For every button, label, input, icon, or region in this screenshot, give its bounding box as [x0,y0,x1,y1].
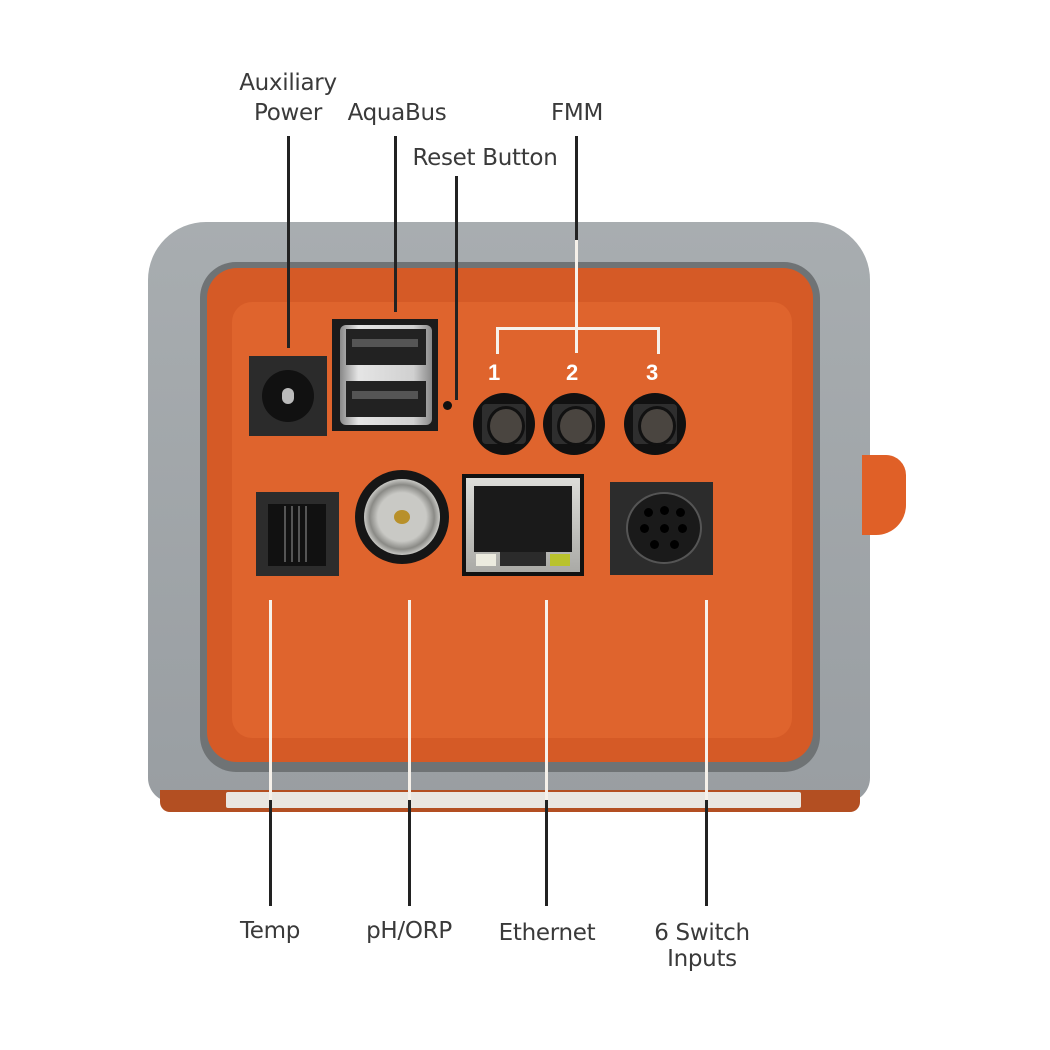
switch-inputs-din-port [610,482,713,575]
device-side-tab [862,455,906,535]
ph-orp-bnc-port [355,470,449,564]
aux-power-jack [249,356,327,436]
fmm-port-number: 1 [488,360,501,385]
fmm-port-number: 3 [646,360,659,385]
label-switch-inputs: 6 Switch Inputs [654,920,750,972]
label-reset-button: Reset Button [412,145,558,171]
leader-temp-inner [269,600,272,800]
leader-switch-inner [705,600,708,800]
leader-ph-inner [408,600,411,800]
leader-ph-orp [408,800,411,906]
fmm-port-number: 2 [566,360,579,385]
leader-ethernet [545,800,548,906]
leader-aquabus [394,136,397,312]
leader-fmm [575,136,578,326]
label-ph-orp: pH/ORP [366,918,452,944]
fmm-port-1 [473,393,535,455]
label-temp: Temp [239,918,301,944]
leader-fmm-inner [575,240,578,353]
label-ethernet: Ethernet [498,920,596,946]
leader-temp [269,800,272,906]
leader-ethernet-inner [545,600,548,800]
label-fmm: FMM [550,100,604,126]
label-aquabus: AquaBus [347,100,447,126]
leader-switch-inputs [705,800,708,906]
leader-aux-power [287,136,290,348]
fmm-bracket [496,327,660,354]
fmm-port-3 [624,393,686,455]
temp-rj11-port [256,492,339,576]
ethernet-rj45-port [462,474,584,576]
leader-reset [455,176,458,400]
reset-button [443,401,452,410]
aquabus-usb-ports [332,319,438,431]
device-serial-sticker [226,792,801,808]
label-aux-power: Auxiliary Power [239,70,337,126]
fmm-port-2 [543,393,605,455]
